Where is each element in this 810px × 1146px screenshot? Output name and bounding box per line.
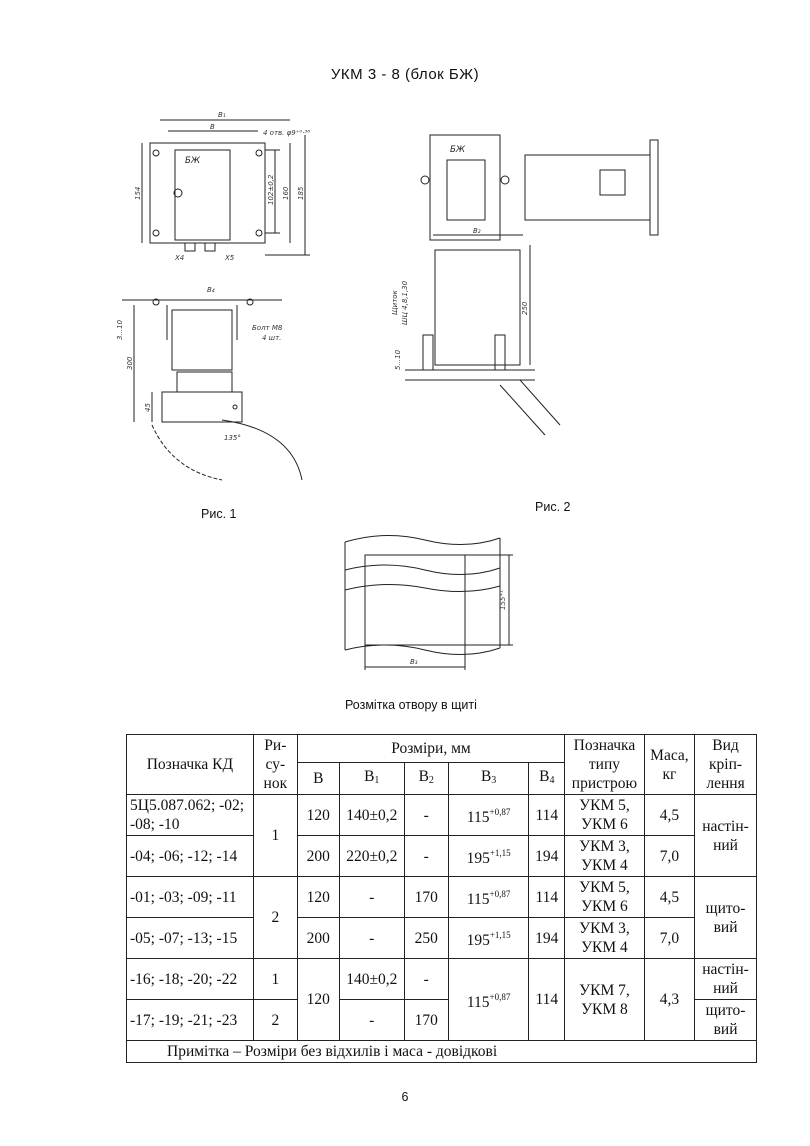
fig1-label-160: 160 — [282, 186, 290, 200]
page-title: УКМ 3 - 8 (блок БЖ) — [330, 66, 480, 83]
fig2-drawing: БЖ B₂ 250 5...10 Щиток ШЦ 4,8,1,30 — [385, 125, 690, 445]
table-row: -17; -19; -21; -23 2 - 170 щито-вий — [126, 999, 757, 1041]
fig2-label-5-10: 5...10 — [394, 349, 402, 370]
fig1-label-x5: X5 — [224, 254, 235, 262]
table-note-row: Примітка – Розміри без відхилів і маса -… — [126, 1040, 757, 1063]
fig1-label-bolt-qty: 4 шт. — [262, 334, 281, 342]
spec-table: Позначка КД Ри-су-нок Розміри, мм Познач… — [126, 734, 757, 1063]
fig1-label-154: 154 — [134, 187, 142, 200]
fig2-label-b2: B₂ — [473, 227, 481, 235]
header-mount: Вид кріп-лення — [694, 734, 757, 795]
header-kd: Позначка КД — [126, 734, 254, 795]
fig2-label-bzh: БЖ — [450, 145, 466, 155]
fig1-label-b4: B₄ — [207, 286, 215, 294]
fig2-label-panel: Щиток — [391, 289, 399, 315]
fig1-label-bolt: Болт М8 — [252, 324, 283, 332]
table-row: -04; -06; -12; -14 200 220±0,2 - 195+1,1… — [126, 835, 757, 877]
table-row: -01; -03; -09; -11 2 120 - 170 115+0,87 … — [126, 876, 757, 959]
table-note: Примітка – Розміри без відхилів і маса -… — [126, 1040, 757, 1063]
cutout-caption: Розмітка отвору в щиті — [345, 698, 477, 712]
table-row: -16; -18; -20; -22 1 120 140±0,2 - 115+0… — [126, 958, 757, 1041]
header-b4: B4 — [528, 761, 566, 795]
header-b: B — [296, 761, 340, 795]
header-dims: Розміри, мм — [296, 734, 566, 763]
fig1-front-view: B₁ B 4 отв. φ9⁺⁰·³⁶ БЖ 154 102±0,2 160 1… — [130, 105, 320, 265]
fig1-label-3-10: 3...10 — [116, 319, 124, 340]
header-type: Позначка типу пристрою — [564, 734, 645, 795]
cutout-drawing: B₃ 155⁺¹ — [335, 530, 525, 680]
fig2-label-panel-size: ШЦ 4,8,1,30 — [401, 280, 409, 325]
cutout-label-b3: B₃ — [410, 658, 418, 666]
table-row: -05; -07; -13; -15 200 - 250 195+1,15 19… — [126, 917, 757, 959]
fig2-label-250: 250 — [521, 301, 529, 315]
header-mass: Маса, кг — [643, 734, 696, 795]
fig1-label-300: 300 — [126, 356, 134, 370]
fig1-label-angle: 135° — [224, 434, 241, 442]
fig1-label-b1: B₁ — [218, 111, 226, 119]
fig1-side-view: B₄ Болт М8 4 шт. 3...10 300 45 135° — [112, 280, 312, 490]
page-number: 6 — [401, 1090, 409, 1104]
header-b1: B1 — [338, 761, 405, 795]
fig1-label-bzh: БЖ — [185, 156, 201, 166]
header-fig: Ри-су-нок — [252, 734, 298, 795]
fig1-label-b: B — [210, 123, 215, 131]
header-b2: B2 — [403, 761, 449, 795]
fig1-label-102: 102±0,2 — [267, 174, 275, 205]
table-row: 5Ц5.087.062; -02; -08; -10 1 120 140±0,2… — [126, 794, 757, 877]
fig1-label-45: 45 — [144, 403, 152, 412]
fig1-label-x4: X4 — [174, 254, 184, 262]
cutout-label-155: 155⁺¹ — [499, 590, 507, 610]
fig2-caption: Рис. 2 — [535, 500, 571, 514]
header-b3: B3 — [447, 761, 530, 795]
fig1-caption: Рис. 1 — [201, 507, 237, 521]
fig1-label-185: 185 — [297, 186, 305, 200]
fig1-label-holes: 4 отв. φ9⁺⁰·³⁶ — [263, 129, 310, 137]
table-header-row: Позначка КД Ри-су-нок Розміри, мм Познач… — [126, 734, 757, 795]
